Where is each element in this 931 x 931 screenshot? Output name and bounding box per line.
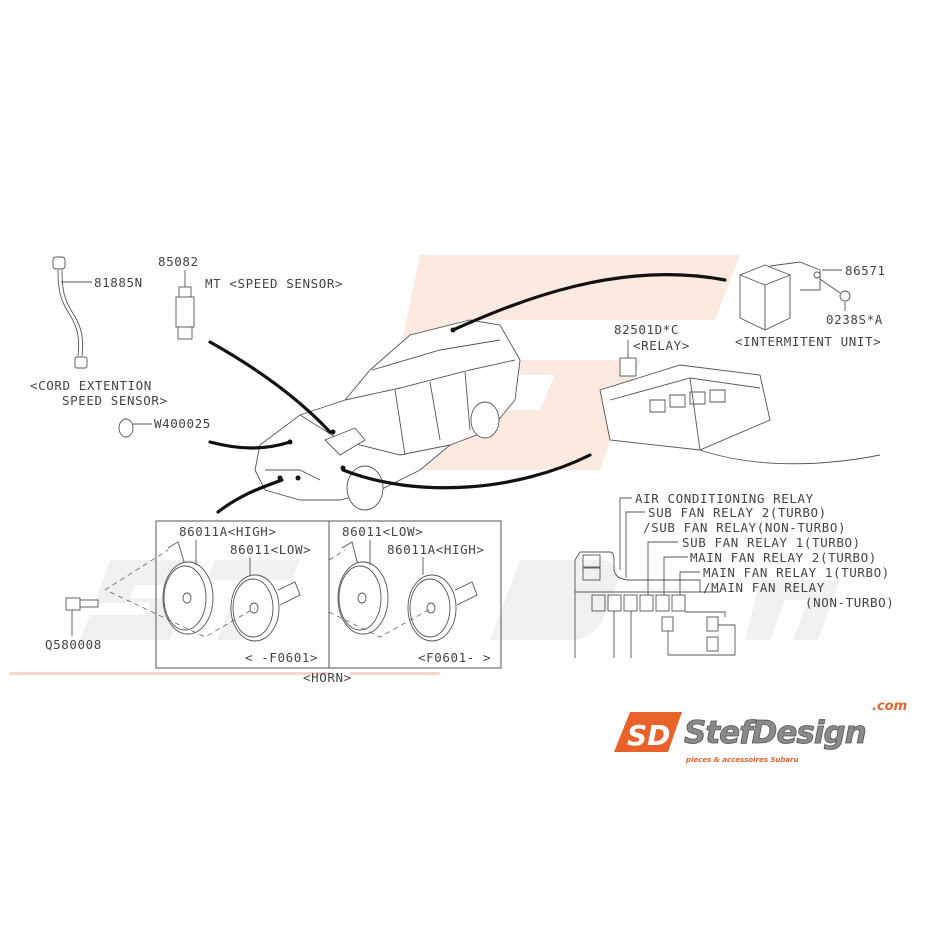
sensor-part-number: 85082: [158, 254, 199, 269]
cord-label-line1: <CORD EXTENTION: [30, 378, 152, 393]
relay-label-sub-fan-non-turbo: /SUB FAN RELAY(NON-TURBO): [643, 520, 846, 535]
horn-right-low: [337, 541, 389, 635]
cord-extension-part: [52, 256, 92, 369]
cord-label-line2: SPEED SENSOR>: [62, 393, 168, 408]
horn-left-low: [230, 574, 301, 642]
relay-box-schematic: [574, 497, 736, 658]
horn-left-high-label: 86011A<HIGH>: [179, 524, 277, 539]
logo-name: StefDesign: [684, 715, 866, 751]
nut-part-number: 0238S*A: [826, 312, 883, 327]
o-ring-part-number: W400025: [154, 416, 211, 431]
logo-mark: [614, 712, 682, 752]
o-ring-part: [118, 418, 134, 438]
bolt-part: [65, 597, 99, 636]
speed-sensor-part: [175, 270, 195, 340]
relay-label-sub-fan-2: SUB FAN RELAY 2(TURBO): [648, 505, 827, 520]
intermittent-part-number: 86571: [845, 263, 886, 278]
callout-lines: [208, 273, 727, 514]
intermittent-unit-part: [739, 261, 851, 331]
intermittent-label: <INTERMITENT UNIT>: [735, 334, 881, 349]
relay-label-non-turbo: (NON-TURBO): [805, 595, 894, 610]
relay-label: <RELAY>: [633, 338, 690, 353]
horn-label: <HORN>: [303, 670, 352, 685]
relay-label-main-fan-1: MAIN FAN RELAY 1(TURBO): [703, 565, 890, 580]
watermark-tagline-shape: [9, 672, 440, 675]
logo-tagline: pieces & accessoires Subaru: [685, 756, 799, 764]
horn-right-low-label: 86011<LOW>: [342, 524, 423, 539]
relay-fuse-box-part: [599, 340, 881, 465]
stefdesign-logo: SD StefDesign .com pieces & accessoires …: [614, 699, 907, 764]
cord-part-number: 81885N: [94, 275, 143, 290]
bolt-part-number: Q580008: [45, 637, 102, 652]
relay-part-number: 82501D*C: [614, 322, 679, 337]
logo-domain: .com: [872, 699, 907, 714]
horn-right-high-label: 86011A<HIGH>: [387, 542, 485, 557]
horn-left-range: < -F0601>: [245, 650, 318, 665]
sensor-label: MT <SPEED SENSOR>: [205, 276, 343, 291]
horn-left-low-label: 86011<LOW>: [230, 542, 311, 557]
car-illustration: [254, 319, 521, 511]
relay-label-sub-fan-1: SUB FAN RELAY 1(TURBO): [682, 535, 861, 550]
horn-right-high: [407, 574, 478, 642]
horn-left-high: [162, 541, 214, 635]
horn-right-range: <F0601- >: [418, 650, 491, 665]
logo-mark-text: SD: [627, 719, 670, 752]
relay-label-ac: AIR CONDITIONING RELAY: [635, 491, 814, 506]
relay-label-main-fan: /MAIN FAN RELAY: [703, 580, 825, 595]
horn-group: [104, 520, 502, 669]
relay-label-main-fan-2: MAIN FAN RELAY 2(TURBO): [690, 550, 877, 565]
